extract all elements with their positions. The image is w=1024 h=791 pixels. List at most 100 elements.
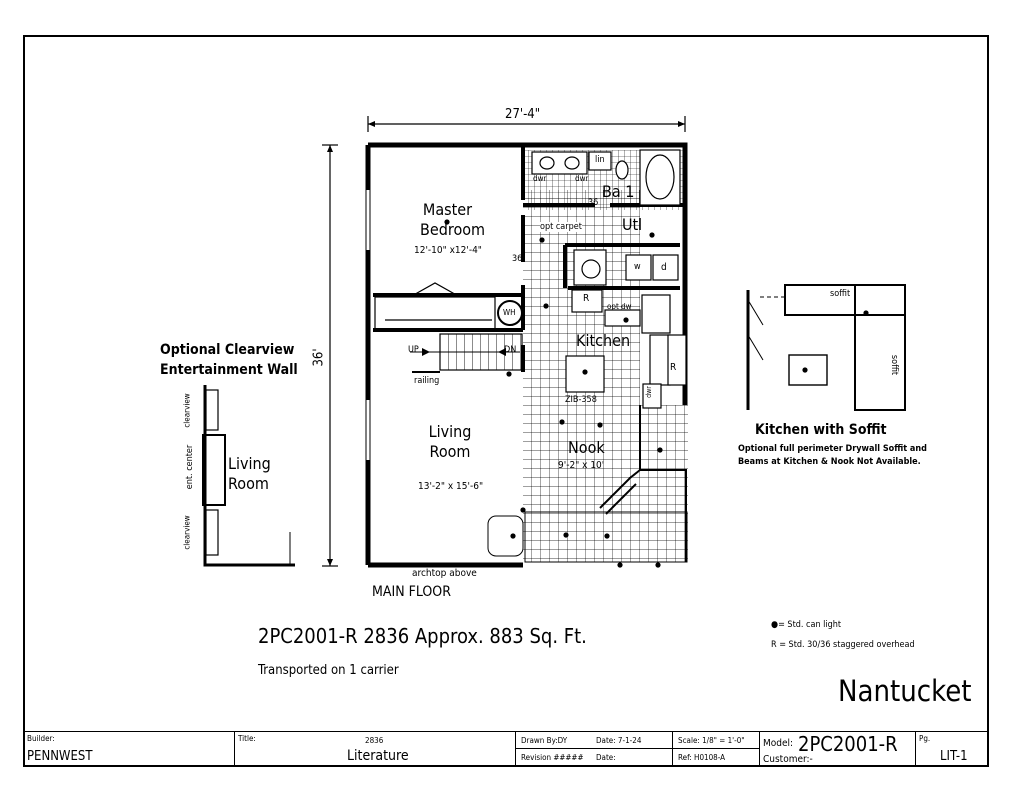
page-label: Pg.: [919, 734, 931, 743]
clearview-title-2: Entertainment Wall: [160, 362, 298, 378]
depth-dimension-line: [322, 144, 338, 567]
nook-dims: 9'-2" x 10': [558, 460, 605, 471]
stairway: [410, 333, 523, 373]
master-bedroom-label: Master Bedroom: [420, 200, 486, 240]
revision: Revision #####: [521, 753, 584, 762]
model-summary: 2PC2001-R 2836 Approx. 883 Sq. Ft.: [258, 624, 587, 648]
soffit-detail: [746, 284, 906, 411]
revision-cell: Revision ##### Date:: [515, 748, 673, 767]
clearview-room-2: Room: [228, 474, 269, 493]
legend-light: ●= Std. can light: [771, 620, 841, 630]
scale-cell: Scale: 1/8" = 1'-0": [672, 731, 760, 749]
nook-bay-window: [599, 469, 641, 515]
ref: Ref: H0108-A: [678, 753, 726, 762]
clearview-bottom-label: clearview: [182, 515, 192, 550]
can-light-icon: [802, 367, 808, 373]
can-light-icon: [604, 533, 610, 539]
title-cell: Title: 2836 Literature: [234, 731, 516, 767]
can-light-icon: [655, 562, 661, 568]
can-light-icon: [543, 303, 549, 309]
laundry-appliances: [573, 249, 679, 286]
main-floor-label: MAIN FLOOR: [372, 584, 451, 600]
bath-label: Ba 1: [602, 182, 635, 201]
can-light-icon: [617, 562, 623, 568]
fireplace-model-label: ZIB-358: [565, 395, 597, 405]
scale: Scale: 1/8" = 1'-0": [678, 736, 745, 745]
can-light-icon: [649, 232, 655, 238]
clearview-top-label: clearview: [182, 393, 192, 428]
master-bedroom-dims: 12'-10" x12'-4": [414, 245, 482, 256]
builder-cell: Builder: PENNWEST: [23, 731, 235, 767]
opt-dw-label: opt dw: [607, 302, 632, 311]
revision-date: Date:: [596, 753, 616, 762]
soffit-note-1: Optional full perimeter Drywall Soffit a…: [738, 444, 927, 454]
builder-value: PENNWEST: [27, 749, 93, 764]
drawn-by: Drawn By:DY: [521, 736, 568, 745]
soffit-note-2: Beams at Kitchen & Nook Not Available.: [738, 457, 921, 467]
can-light-icon: [510, 533, 516, 539]
model-label: Model:: [763, 738, 794, 749]
legend-light-dot-icon: ●: [771, 620, 779, 630]
living-room-name-1: Living: [428, 422, 472, 441]
kitchen-label: Kitchen: [576, 331, 631, 350]
stairs-up-label: UP: [408, 345, 419, 355]
can-light-icon: [559, 419, 565, 425]
ref-cell: Ref: H0108-A: [672, 748, 760, 767]
can-light-icon: [539, 237, 545, 243]
overall-depth-label: 36': [311, 348, 327, 367]
legend-light-text: = Std. can light: [778, 620, 842, 630]
kitchen-drawer-label: dwr: [644, 386, 653, 398]
rear-deck: [487, 511, 688, 563]
soffit-title: Kitchen with Soffit: [755, 422, 887, 438]
living-room-label: Living Room: [422, 422, 478, 462]
page-cell: Pg. LIT-1: [915, 731, 989, 767]
can-light-icon: [597, 422, 603, 428]
master-bedroom-name-1: Master: [422, 200, 473, 219]
washer-label: w: [634, 262, 641, 272]
can-lights: [444, 219, 869, 568]
can-light-icon: [623, 317, 629, 323]
page-value: LIT-1: [940, 749, 968, 764]
clearview-room-label: Living Room: [228, 454, 271, 494]
clearview-room-1: Living: [228, 454, 271, 473]
railing-label: railing: [414, 376, 440, 386]
can-light-icon: [657, 447, 663, 453]
linen-label: lin: [595, 155, 605, 165]
transport-note: Transported on 1 carrier: [258, 663, 399, 678]
can-light-icon: [506, 371, 512, 377]
drawer-label-left: dwr: [533, 174, 547, 183]
water-heater: [497, 300, 523, 326]
door-36-bath: 36: [588, 198, 599, 208]
nook-label: Nook: [568, 438, 605, 457]
door-36-bedroom: 36: [512, 254, 523, 264]
utility-label: Utl: [622, 215, 643, 234]
opt-carpet-label: opt carpet: [540, 222, 582, 232]
can-light-icon: [520, 507, 526, 513]
bath-fixtures: [531, 149, 681, 206]
archtop-note: archtop above: [412, 568, 477, 579]
can-light-icon: [582, 369, 588, 375]
overall-width-label: 27'-4": [505, 107, 541, 122]
range-label: R: [670, 362, 677, 373]
title-number: 2836: [365, 736, 384, 745]
soffit-label-1: soffit: [830, 289, 851, 299]
living-room-name-2: Room: [429, 442, 471, 461]
plan-name: Nantucket: [838, 674, 972, 708]
drawn-cell: Drawn By:DY Date: 7-1-24: [515, 731, 673, 749]
master-bedroom-name-2: Bedroom: [420, 220, 486, 239]
stairs-down-label: DN: [504, 345, 517, 355]
width-dimension-line: [367, 116, 686, 132]
refrigerator-label: R: [583, 293, 590, 304]
clearview-wall-detail: [202, 385, 295, 567]
can-light-icon: [444, 219, 450, 225]
title-value: Literature: [347, 748, 409, 764]
clearview-title-1: Optional Clearview: [160, 342, 295, 358]
drawer-label-right: dwr: [575, 174, 589, 183]
clearview-title: Optional Clearview Entertainment Wall: [160, 340, 298, 380]
customer: Customer:-: [763, 754, 813, 765]
can-light-icon: [563, 532, 569, 538]
model-cell: Model: 2PC2001-R Customer:-: [759, 731, 916, 767]
water-heater-label: WH: [503, 308, 516, 317]
builder-label: Builder:: [27, 734, 55, 743]
